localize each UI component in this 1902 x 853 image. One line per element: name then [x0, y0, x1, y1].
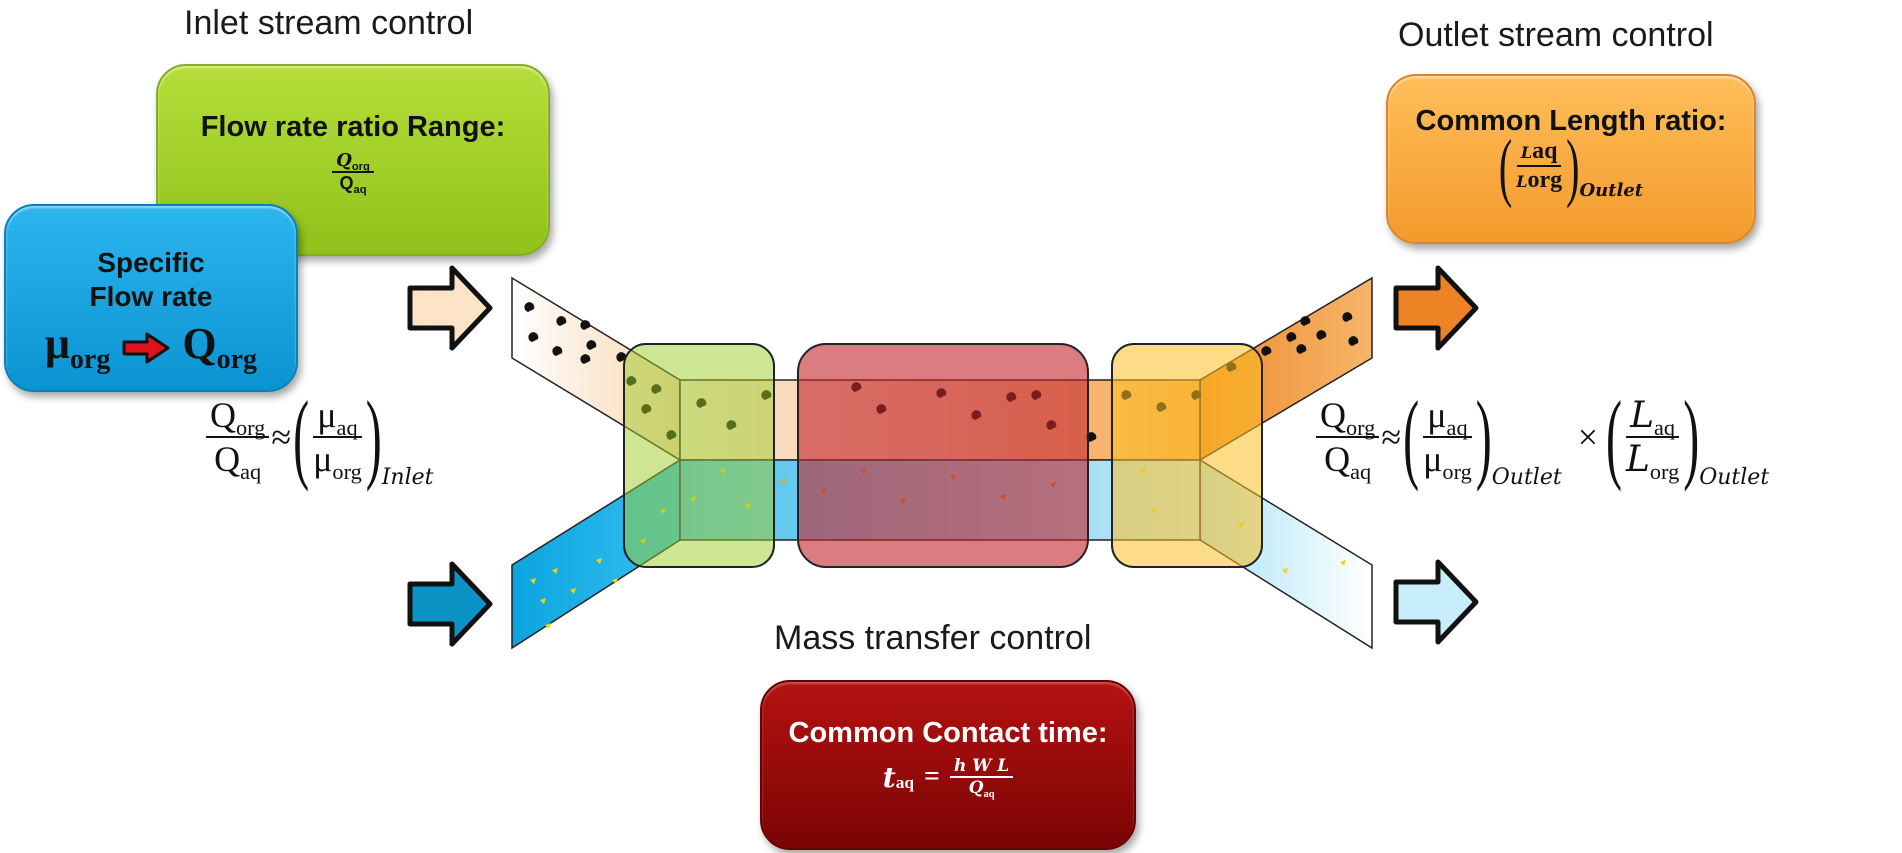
q-org-symbol: Q	[336, 150, 352, 171]
hwl-numerator: h W L	[950, 756, 1014, 778]
outlet-l-outer-sub: Outlet	[1699, 464, 1770, 490]
arrow-right-icon	[407, 265, 493, 351]
mu-org-sub: org	[69, 343, 111, 375]
specific-title-line2: Flow rate	[89, 281, 213, 312]
q-aq-sub: aq	[983, 788, 995, 800]
length-ratio-title: Common Length ratio:	[1415, 105, 1727, 137]
outlet-mu-outer-sub: Outlet	[1491, 464, 1562, 490]
flow-rate-ratio-title: Flow rate ratio Range:	[200, 111, 506, 143]
arrow-right-icon	[1393, 265, 1479, 351]
mass-transfer-zone	[797, 343, 1089, 568]
inlet-zone	[623, 343, 775, 568]
flow-rate-ratio-fraction: Qorg Qaq	[332, 150, 374, 196]
contact-time-title: Common Contact time:	[788, 717, 1108, 749]
common-length-ratio-box: Common Length ratio: ( Laq Lorg ) Outlet	[1386, 74, 1756, 244]
times-sign: ×	[1577, 417, 1598, 457]
outlet-zone	[1111, 343, 1263, 568]
mass-transfer-heading: Mass transfer control	[774, 619, 1092, 657]
equals-sign: =	[924, 761, 940, 792]
q-symbol: Q	[968, 778, 984, 798]
mu-org-symbol: μ	[44, 319, 70, 368]
outlet-formula: Qorg Qaq ≈ ( μaq μorg ) Outlet × ( Laq L…	[1316, 381, 1769, 493]
inlet-heading: Inlet stream control	[184, 4, 474, 42]
outlet-heading: Outlet stream control	[1398, 16, 1714, 54]
l-aq-symbol: L	[1520, 143, 1533, 162]
t-aq-sub: aq	[895, 773, 915, 793]
outlet-q-ratio: Qorg Qaq	[1316, 394, 1380, 484]
arrow-right-icon	[407, 561, 493, 647]
outlet-l-ratio: Laq Lorg	[1625, 395, 1680, 484]
specific-formula: μorg Qorg	[6, 318, 296, 375]
t-symbol: t	[882, 760, 896, 794]
arrow-right-icon	[1393, 559, 1479, 645]
q-org-symbol: Q	[182, 319, 217, 368]
specific-title-line1: Specific	[97, 247, 205, 278]
arrow-right-icon	[122, 332, 170, 364]
approx-sign: ≈	[271, 417, 292, 457]
q-org-sub: org	[351, 160, 370, 173]
q-aq-sub: aq	[353, 183, 367, 196]
l-org-sub: org	[1527, 167, 1563, 193]
inlet-outer-sub: Inlet	[381, 464, 434, 490]
specific-flow-rate-box: Specific Flow rate μorg Qorg	[4, 204, 298, 392]
inlet-formula: Qorg Qaq ≈ ( μaq μorg ) Inlet	[206, 381, 434, 493]
q-aq-symbol: Q	[339, 173, 354, 193]
length-outer-sub: Outlet	[1579, 179, 1644, 201]
length-ratio-formula: ( Laq Lorg ) Outlet	[1498, 123, 1644, 209]
q-org-sub: org	[216, 343, 258, 375]
outlet-mu-ratio: μaq μorg	[1423, 395, 1472, 484]
inlet-mu-ratio: μaq μorg	[313, 395, 362, 484]
l-org-symbol: L	[1516, 172, 1528, 191]
inlet-q-ratio: Qorg Qaq	[206, 394, 270, 484]
l-aq-sub: aq	[1532, 138, 1558, 164]
approx-sign: ≈	[1381, 417, 1402, 457]
